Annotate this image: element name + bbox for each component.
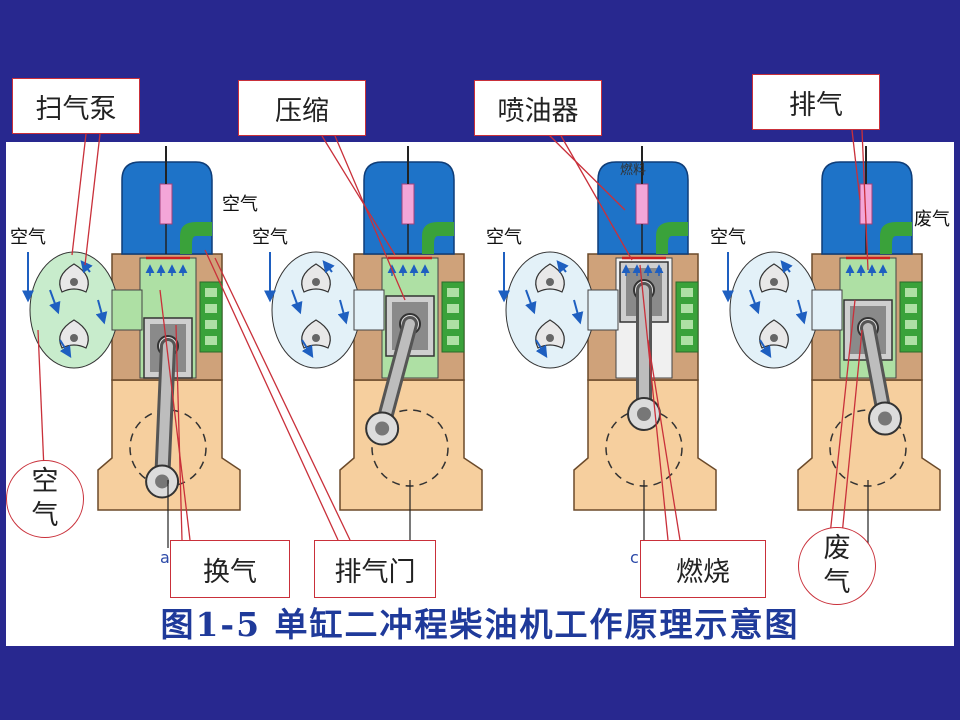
air-label-c: 空气 (486, 227, 522, 248)
port-slot (447, 320, 459, 329)
intake-duct (587, 289, 619, 331)
port-slot (205, 320, 217, 329)
intake-duct (811, 289, 843, 331)
scavenge-jacket (899, 281, 923, 353)
port-slot (205, 336, 217, 345)
figure-caption: 图1-5 单缸二冲程柴油机工作原理示意图 (160, 605, 800, 644)
callout-injector: 喷油器 (474, 80, 602, 136)
exhaust-passage (656, 222, 688, 254)
crankcase (797, 379, 941, 511)
air-label-d: 空气 (710, 227, 746, 248)
circle-waste-char-2: 气 (823, 567, 851, 598)
engine-panel-d (722, 146, 941, 548)
exhaust-passage (180, 222, 212, 254)
port-slot (905, 336, 917, 345)
port-slot (681, 336, 693, 345)
callout-combustion: 燃烧 (640, 540, 766, 598)
circle-air: 空 气 (6, 460, 84, 538)
circle-waste-char-1: 废 (823, 533, 851, 564)
exhaust-passage (880, 222, 912, 254)
port-slot (447, 336, 459, 345)
leader-lines (37, 129, 869, 541)
callout-compression: 压缩 (238, 80, 366, 136)
port-slot (447, 304, 459, 313)
air-label-a-right: 空气 (222, 194, 258, 215)
port-slot (905, 304, 917, 313)
exhaust-passage (422, 222, 454, 254)
air-label-b: 空气 (252, 227, 288, 248)
port-slot (205, 288, 217, 297)
callout-scavenging: 换气 (170, 540, 290, 598)
air-label-a-left: 空气 (10, 227, 46, 248)
waste-gas-label-d: 废气 (914, 209, 950, 230)
engine-panel-a (22, 146, 241, 548)
port-slot (205, 304, 217, 313)
callout-exhaust-valve: 排气门 (314, 540, 436, 598)
scavenge-jacket (441, 281, 465, 353)
injector (159, 183, 173, 225)
port-slot (681, 320, 693, 329)
crankcase (339, 379, 483, 511)
injector (401, 183, 415, 225)
port-slot (905, 320, 917, 329)
circle-air-char-1: 空 (31, 466, 59, 497)
injector (635, 183, 649, 225)
port-slot (905, 288, 917, 297)
circle-air-char-2: 气 (31, 500, 59, 531)
engine-panel-b (264, 146, 483, 548)
fuel-label-c: 燃料 (620, 162, 646, 178)
callout-scavenge-pump: 扫气泵 (12, 78, 140, 134)
port-slot (681, 304, 693, 313)
intake-duct (353, 289, 385, 331)
intake-duct (111, 289, 143, 331)
scavenge-jacket (199, 281, 223, 353)
callout-exhaust-top: 排气 (752, 74, 880, 130)
scavenge-jacket (675, 281, 699, 353)
circle-waste-gas: 废 气 (798, 527, 876, 605)
port-slot (681, 288, 693, 297)
crankcase (573, 379, 717, 511)
port-slot (447, 288, 459, 297)
